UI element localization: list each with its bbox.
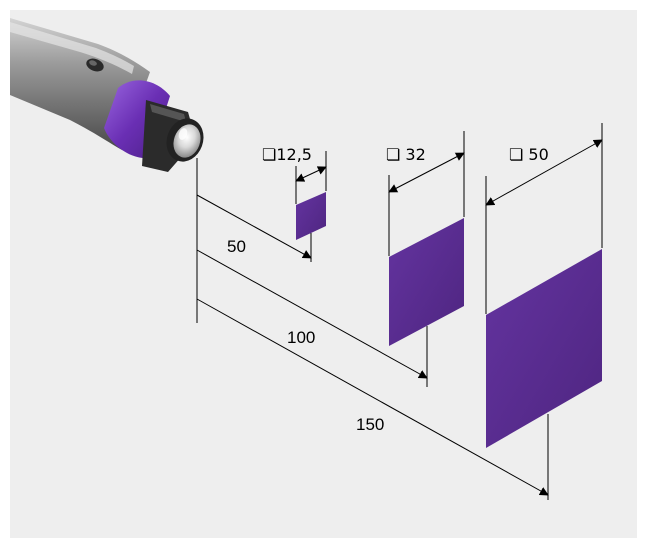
target-square-large bbox=[486, 249, 602, 448]
size-label-medium: ❏ 32 bbox=[386, 145, 426, 164]
distance-label-150: 150 bbox=[356, 415, 384, 434]
sensor-icon bbox=[10, 18, 204, 172]
dim-line-distance-150 bbox=[196, 298, 549, 496]
dim-line-size-small bbox=[295, 166, 327, 182]
distance-label-50: 50 bbox=[227, 237, 246, 256]
target-square-medium bbox=[389, 218, 464, 346]
distance-label-100: 100 bbox=[287, 328, 315, 347]
dim-line-distance-50 bbox=[196, 194, 312, 259]
size-label-large: ❏ 50 bbox=[509, 145, 549, 164]
size-label-small: ❏12,5 bbox=[262, 145, 312, 164]
target-square-small bbox=[296, 192, 326, 240]
dim-line-size-large bbox=[485, 139, 603, 206]
dim-line-size-medium bbox=[388, 152, 465, 193]
dim-line-distance-100 bbox=[196, 249, 428, 379]
